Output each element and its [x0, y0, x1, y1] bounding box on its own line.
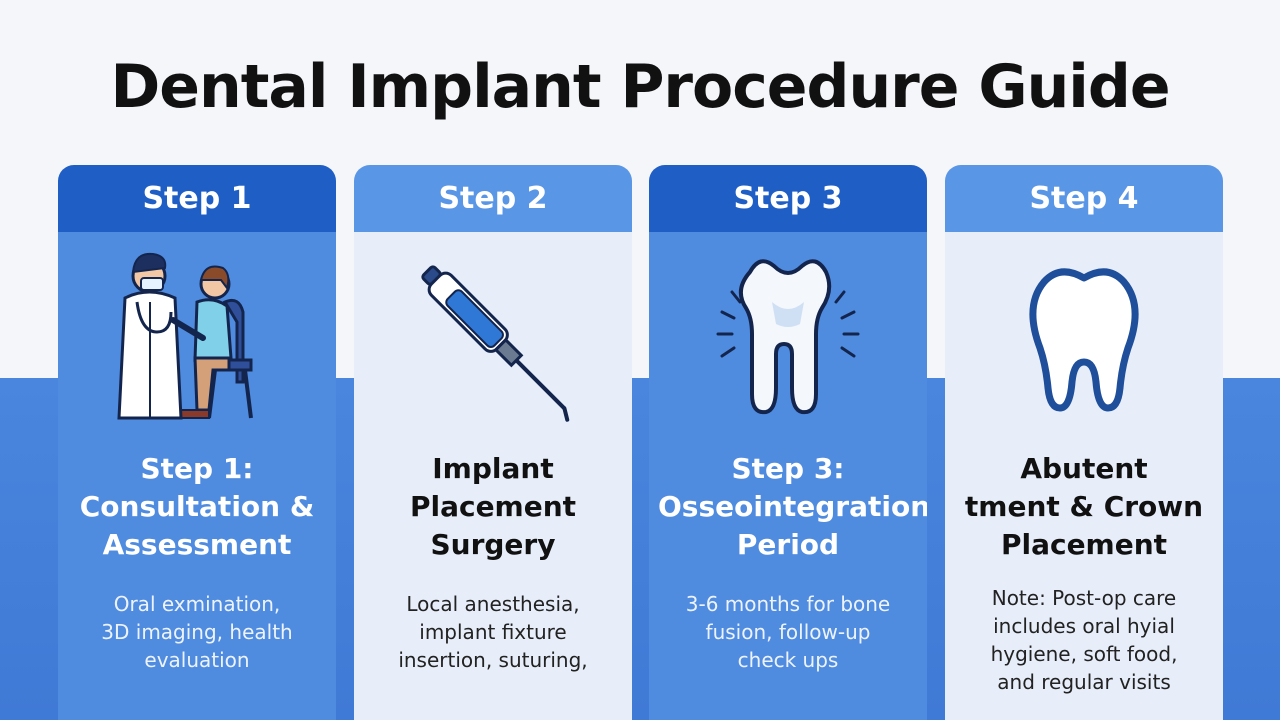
- step-title: Step 3: Osseointegration Period: [658, 452, 927, 561]
- step-title: Implant Placement Surgery: [409, 452, 577, 561]
- step-description: Oral exmination, 3D imaging, health eval…: [101, 592, 293, 672]
- doctor-patient-icon: [117, 252, 253, 420]
- step-card-1: Step 1 Step 1: Consultation & A: [58, 165, 336, 720]
- step-body: Step 3: Osseointegration Period 3-6 mont…: [649, 232, 927, 720]
- step-body: Implant Placement Surgery Local anesthes…: [354, 232, 632, 720]
- step-header: Step 4: [945, 165, 1223, 232]
- step-card-2: Step 2 Implant Placement Surgery Local a…: [354, 165, 632, 720]
- tooth-crown-icon: [1029, 268, 1139, 412]
- step-description: 3-6 months for bone fusion, follow-up ch…: [685, 592, 891, 672]
- bone-fusion-icon: [716, 259, 860, 415]
- step-body: Abutent tment & Crown Placement Note: Po…: [945, 232, 1223, 720]
- step-card-4: Step 4 Abutent tment & Crown Placement N…: [945, 165, 1223, 720]
- step-card-3: Step 3 Step 3: Osseointegration Period 3…: [649, 165, 927, 720]
- step-description: Note: Post-op care includes oral hyial h…: [990, 586, 1178, 694]
- step-header: Step 3: [649, 165, 927, 232]
- step-title: Abutent tment & Crown Placement: [964, 452, 1204, 561]
- surgical-syringe-icon: [421, 265, 570, 422]
- step-header: Step 1: [58, 165, 336, 232]
- step-header: Step 2: [354, 165, 632, 232]
- page-title: Dental Implant Procedure Guide: [110, 52, 1170, 122]
- step-description: Local anesthesia, implant fixture insert…: [398, 592, 588, 672]
- step-title: Step 1: Consultation & Assessment: [79, 452, 315, 561]
- step-body: Step 1: Consultation & Assessment Oral e…: [58, 232, 336, 720]
